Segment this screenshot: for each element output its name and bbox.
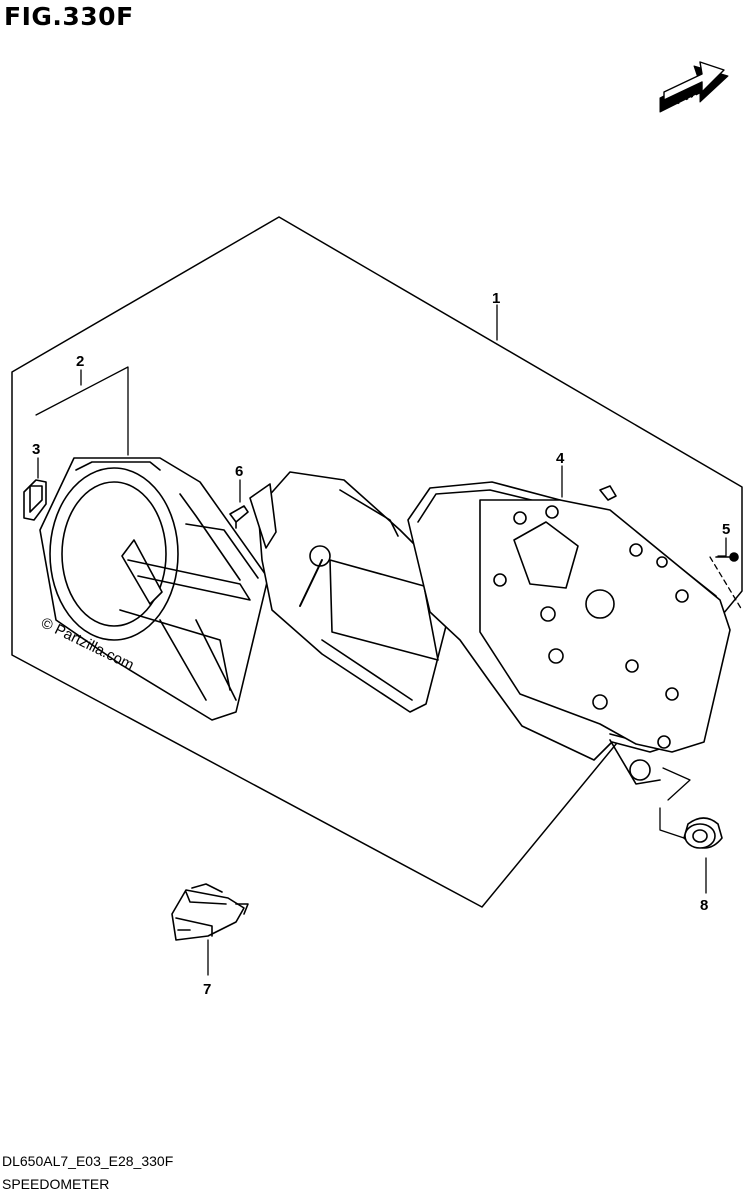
part-2-front-case: [39, 457, 269, 721]
document-code: DL650AL7_E03_E28_330F: [2, 1153, 174, 1169]
figure-title: FIG.330F: [4, 2, 134, 31]
leader-lines: [35, 304, 743, 976]
part-6-clip: [229, 505, 249, 529]
part-3-cushion: [23, 479, 47, 521]
callout-7: 7: [203, 981, 211, 998]
part-4-rear-housing: [407, 481, 731, 785]
part-5-screw: [715, 552, 739, 562]
callout-5: 5: [722, 521, 730, 538]
callout-2: 2: [76, 353, 84, 370]
assembly-outline: [11, 216, 743, 908]
dial-plate: [249, 471, 455, 713]
callout-4: 4: [556, 450, 565, 467]
callout-labels: 1 2 3 4 5 6 7 8: [32, 290, 730, 998]
document-name: SPEEDOMETER: [2, 1176, 110, 1192]
callout-6: 6: [235, 463, 243, 480]
fwd-arrow-badge: FWD: [659, 61, 729, 113]
part-7-connector: [171, 883, 249, 941]
part-8-grommet: [683, 817, 723, 849]
callout-8: 8: [700, 897, 708, 914]
fwd-label: FWD: [672, 81, 705, 107]
callout-3: 3: [32, 441, 40, 458]
callout-1: 1: [492, 290, 500, 307]
